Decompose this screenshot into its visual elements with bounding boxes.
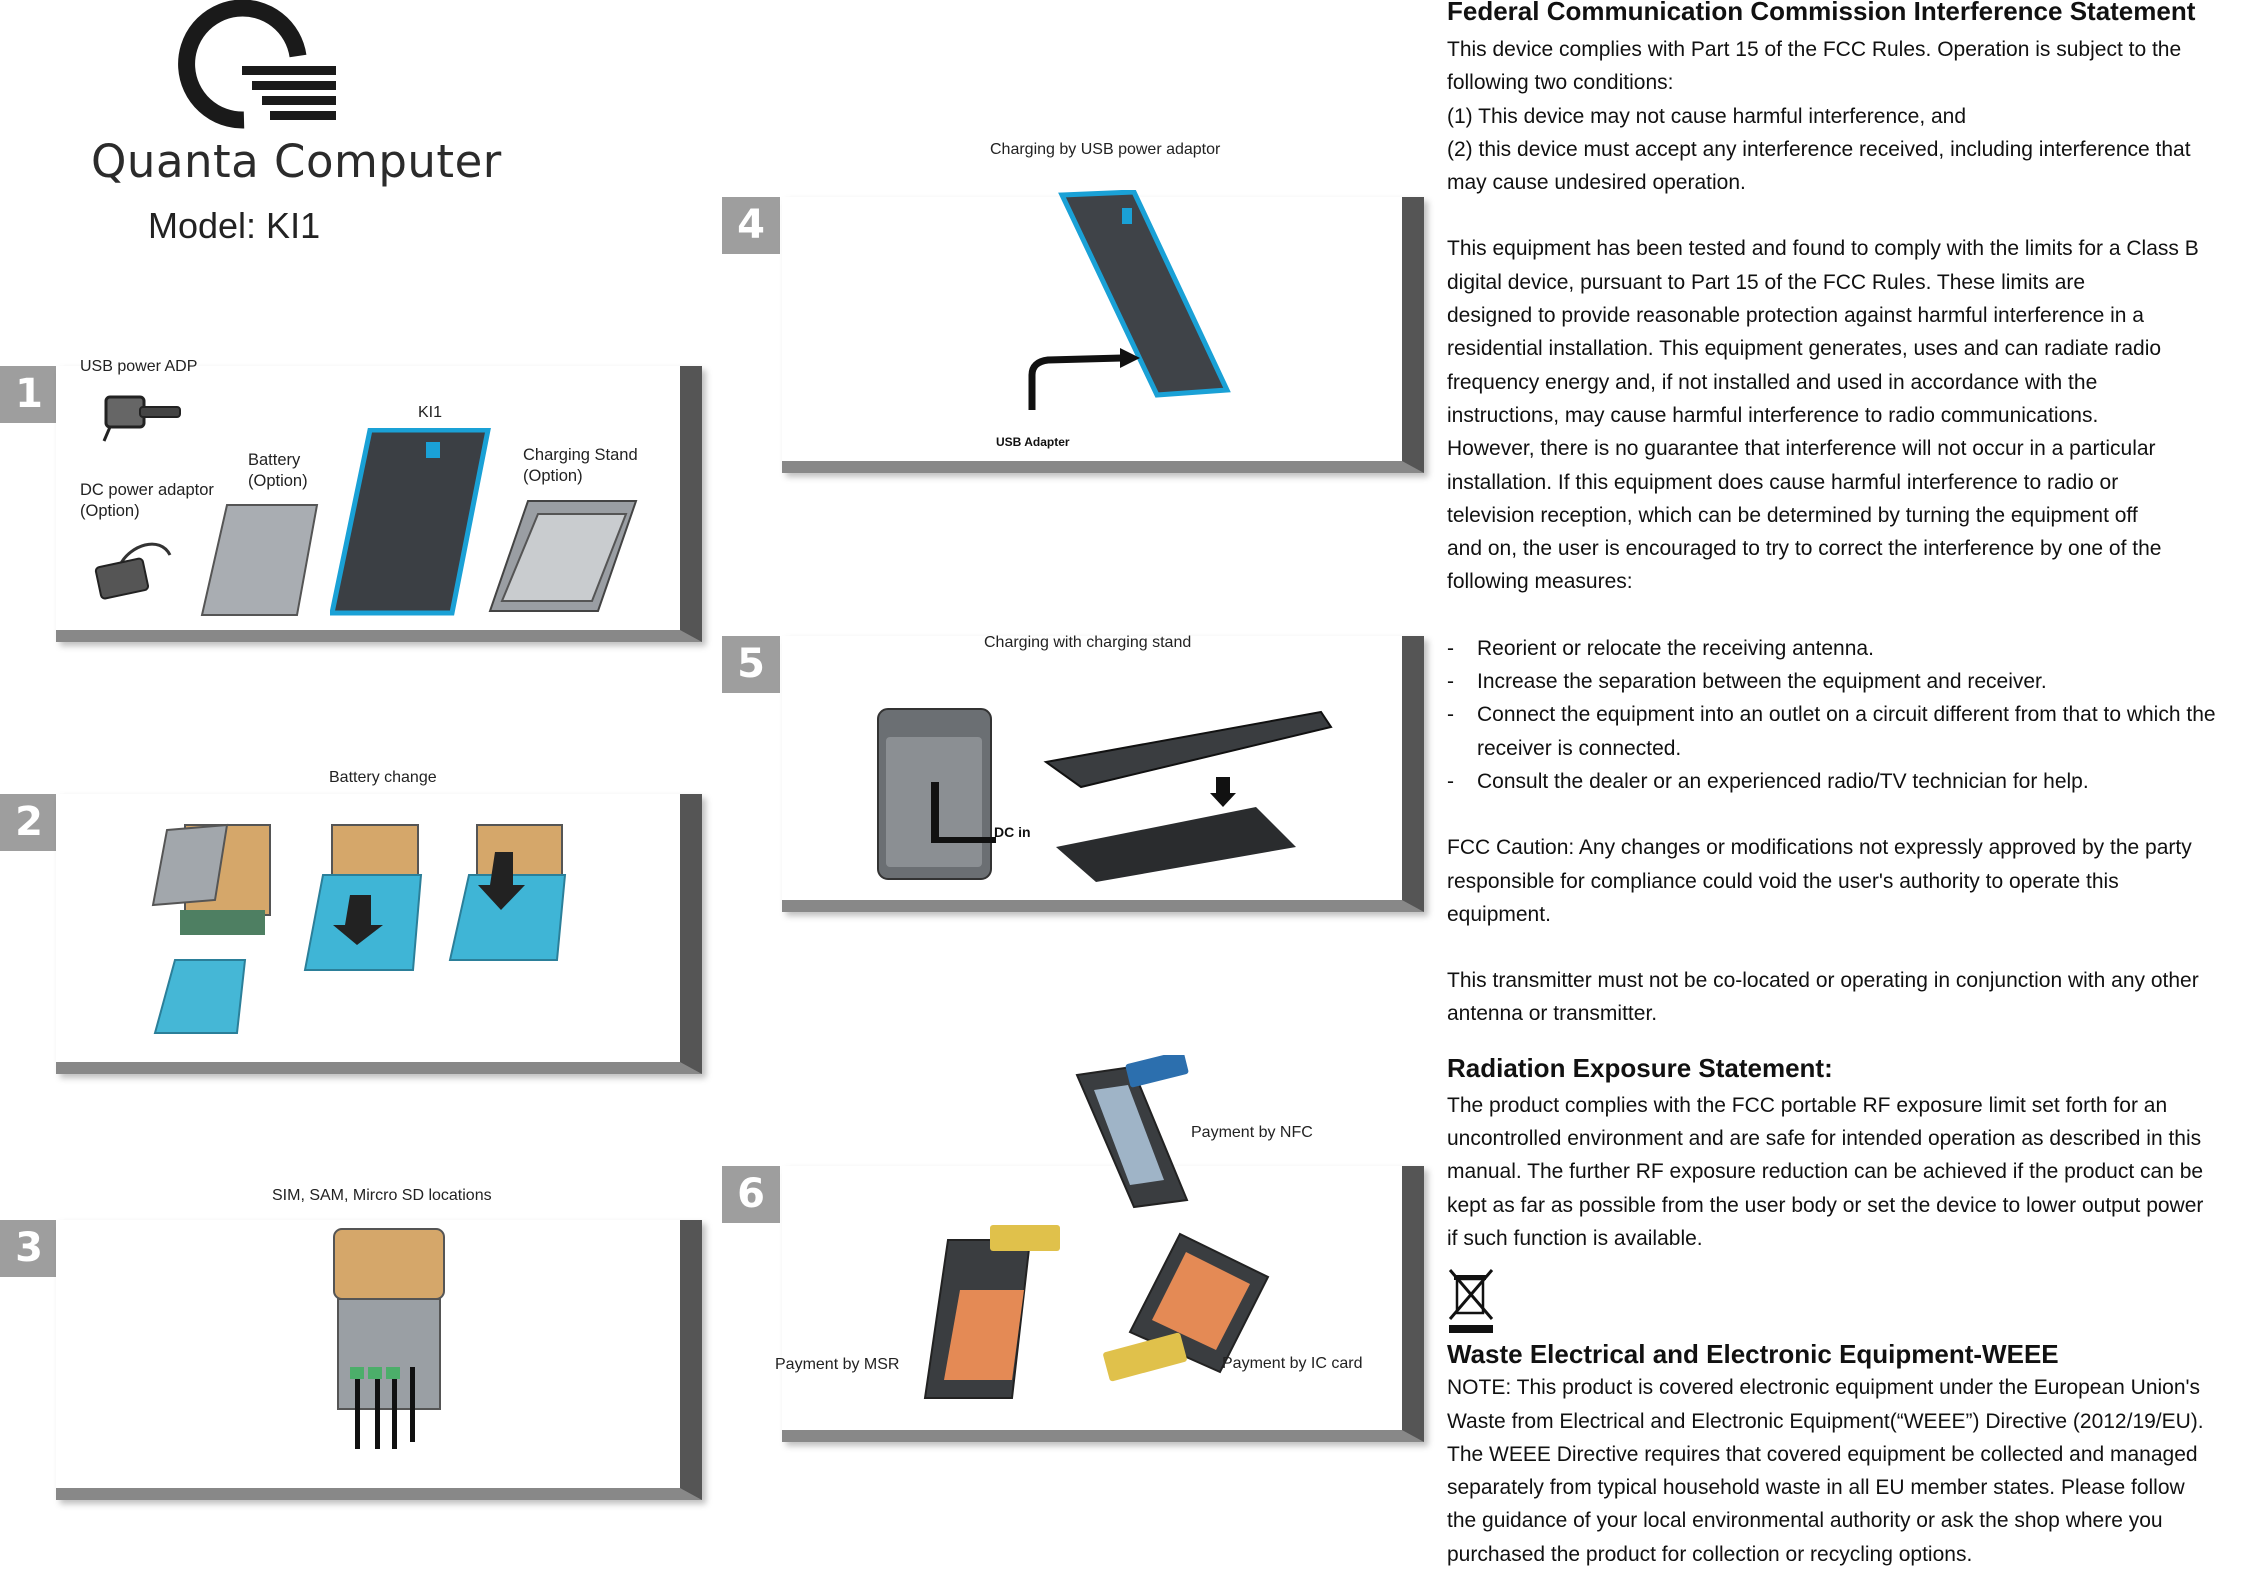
charging-stand-illustration — [488, 496, 638, 616]
fcc-bullet-continued: receiver is connected. — [1447, 732, 2252, 765]
ic-payment-illustration — [1100, 1232, 1270, 1392]
step-number-4: 4 — [722, 197, 780, 254]
fcc-p1-line: may cause undesired operation. — [1447, 171, 1746, 195]
fcc-bullet: -Reorient or relocate the receiving ante… — [1447, 632, 2252, 665]
payment-msr-label: Payment by MSR — [775, 1356, 900, 1373]
charging-stand-label: Charging Stand (Option) — [523, 445, 638, 487]
step-number-3: 3 — [0, 1220, 58, 1277]
radiation-line: manual. The further RF exposure reductio… — [1447, 1160, 2204, 1184]
fcc-bullet-text: Reorient or relocate the receiving anten… — [1477, 636, 1874, 660]
step-number-2: 2 — [0, 794, 58, 851]
radiation-line: kept as far as possible from the user bo… — [1447, 1193, 2204, 1217]
weee-line: The WEEE Directive requires that covered… — [1447, 1442, 2198, 1466]
fcc-statement: Federal Communication Commission Interfe… — [1447, 0, 2252, 1571]
fcc-p1-line: This device complies with Part 15 of the… — [1447, 38, 2182, 61]
company-name: Quanta Computer — [91, 135, 502, 188]
weee-bin-icon — [1447, 1267, 2252, 1337]
dc-adaptor-label: DC power adaptor (Option) — [80, 480, 214, 522]
stand-charging-illustration — [876, 707, 1336, 882]
sim-sam-caption: SIM, SAM, Mircro SD locations — [272, 1187, 492, 1204]
fcc-caution-line: equipment. — [1447, 902, 1551, 926]
battery-change-caption: Battery change — [329, 769, 437, 786]
fcc-bullet-text: Connect the equipment into an outlet on … — [1477, 703, 2216, 727]
usb-adp-label: USB power ADP — [80, 358, 198, 375]
battery-illustration — [197, 500, 322, 620]
radiation-line: The product complies with the FCC portab… — [1447, 1093, 2168, 1117]
sim-sam-illustration — [332, 1227, 447, 1457]
ki1-label: KI1 — [418, 404, 443, 421]
fcc-bullet-text: receiver is connected. — [1477, 736, 1682, 760]
fcc-p1-line: (2) this device must accept any interfer… — [1447, 137, 2191, 161]
step-number-5: 5 — [722, 636, 780, 693]
model-label: Model: KI1 — [148, 205, 321, 246]
fcc-p2-line: This equipment has been tested and found… — [1447, 237, 2199, 261]
fcc-p2-line: designed to provide reasonable protectio… — [1447, 304, 2144, 328]
fcc-caution-line: responsible for compliance could void th… — [1447, 869, 2119, 893]
fcc-p2-line: installation. If this equipment does cau… — [1447, 470, 2119, 494]
dc-adapter-illustration — [90, 535, 180, 610]
fcc-caution-line: FCC Caution: Any changes or modification… — [1447, 836, 2192, 860]
step-number-1: 1 — [0, 366, 58, 423]
fcc-p2-line: residential installation. This equipment… — [1447, 337, 2162, 361]
radiation-title: Radiation Exposure Statement: — [1447, 1052, 1833, 1083]
weee-line: separately from typical household waste … — [1447, 1476, 2185, 1500]
nfc-payment-illustration — [1072, 1055, 1202, 1210]
fcc-p2-line: digital device, pursuant to Part 15 of t… — [1447, 270, 2086, 294]
ki1-device-illustration — [330, 428, 495, 618]
weee-line: purchased the product for collection or … — [1447, 1542, 1973, 1566]
dc-option-text: (Option) — [80, 502, 140, 520]
weee-line: the guidance of your local environmental… — [1447, 1509, 2163, 1533]
radiation-line: if such function is available. — [1447, 1226, 1703, 1250]
step-number-6: 6 — [722, 1166, 780, 1223]
charging-stand-option-text: (Option) — [523, 467, 583, 485]
fcc-p2-line: However, there is no guarantee that inte… — [1447, 437, 2156, 461]
fcc-bullet: -Increase the separation between the equ… — [1447, 665, 2252, 698]
usb-charging-caption: Charging by USB power adaptor — [990, 141, 1221, 158]
usb-adapter-label: USB Adapter — [996, 435, 1070, 449]
stand-charging-caption: Charging with charging stand — [984, 634, 1192, 651]
battery-option-text: (Option) — [248, 472, 308, 490]
fcc-bullet-text: Consult the dealer or an experienced rad… — [1477, 769, 2089, 793]
usb-adapter-illustration — [100, 385, 190, 445]
quanta-logo-icon — [178, 0, 336, 129]
fcc-colocation-line: antenna or transmitter. — [1447, 1002, 1658, 1026]
msr-payment-illustration — [920, 1220, 1065, 1400]
weee-title: Waste Electrical and Electronic Equipmen… — [1447, 1339, 2059, 1370]
fcc-p2-line: following measures: — [1447, 570, 1633, 594]
fcc-title: Federal Communication Commission Interfe… — [1447, 0, 2196, 26]
battery-change-illustration — [145, 820, 575, 1040]
fcc-p1-line: following two conditions: — [1447, 71, 1674, 95]
payment-nfc-label: Payment by NFC — [1191, 1124, 1313, 1141]
fcc-bullet-text: Increase the separation between the equi… — [1477, 670, 2047, 694]
weee-line: Waste from Electrical and Electronic Equ… — [1447, 1409, 2204, 1433]
fcc-bullet: -Consult the dealer or an experienced ra… — [1447, 765, 2252, 798]
fcc-p2-line: frequency energy and, if not installed a… — [1447, 370, 2098, 394]
fcc-p1-line: (1) This device may not cause harmful in… — [1447, 104, 1967, 128]
logo — [170, 0, 345, 135]
battery-label: Battery (Option) — [248, 450, 308, 492]
radiation-line: uncontrolled environment and are safe fo… — [1447, 1127, 2202, 1151]
fcc-p2-line: television reception, which can be deter… — [1447, 503, 2138, 527]
payment-ic-label: Payment by IC card — [1222, 1355, 1363, 1372]
fcc-colocation-line: This transmitter must not be co-located … — [1447, 969, 2199, 993]
dc-in-label: DC in — [994, 824, 1031, 840]
fcc-bullet: -Connect the equipment into an outlet on… — [1447, 698, 2252, 731]
step6-card — [782, 1166, 1424, 1442]
battery-text: Battery — [248, 451, 301, 469]
usb-charging-illustration — [1022, 190, 1242, 410]
fcc-p2-line: instructions, may cause harmful interfer… — [1447, 403, 2099, 427]
dc-adaptor-text: DC power adaptor — [80, 481, 214, 499]
fcc-p2-line: and on, the user is encouraged to try to… — [1447, 537, 2162, 561]
weee-line: NOTE: This product is covered electronic… — [1447, 1376, 2201, 1400]
charging-stand-text: Charging Stand — [523, 446, 638, 464]
